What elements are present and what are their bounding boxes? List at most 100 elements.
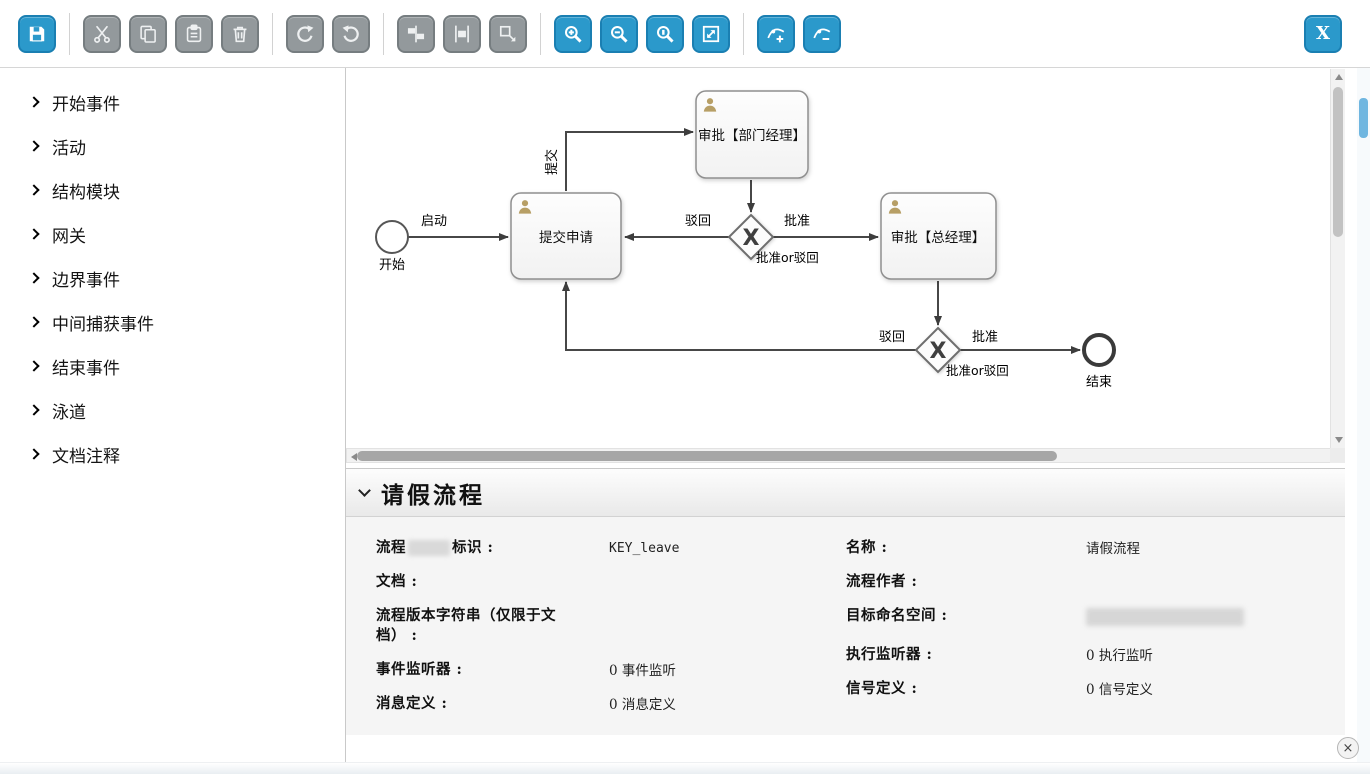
zoom-in-button[interactable] — [554, 14, 592, 53]
page-vertical-scrollbar[interactable] — [1357, 68, 1370, 762]
palette-item-activities[interactable]: 活动 — [28, 124, 345, 168]
gateway-2-caption: 批准or驳回 — [946, 363, 1009, 378]
task-dept-manager-label: 审批【部门经理】 — [698, 128, 806, 144]
vertical-scroll-thumb[interactable] — [1333, 87, 1343, 237]
gateway-2-node[interactable]: X 批准or驳回 — [914, 326, 1009, 378]
horizontal-scroll-thumb[interactable] — [357, 451, 1057, 461]
field-value-documentation — [609, 565, 846, 599]
start-event-node[interactable]: 开始 — [375, 220, 409, 273]
copy-button[interactable] — [129, 14, 167, 53]
chevron-right-icon — [28, 184, 40, 196]
toolbar-divider — [272, 12, 273, 55]
paste-button[interactable] — [175, 14, 213, 53]
delete-button[interactable] — [221, 14, 259, 53]
palette-item-intermediate-events[interactable]: 中间捕获事件 — [28, 300, 345, 344]
field-label-documentation: 文档 : — [376, 573, 418, 590]
remove-bendpoint-button[interactable] — [803, 14, 841, 53]
scroll-up-icon[interactable] — [1335, 74, 1343, 80]
zoom-actual-button[interactable] — [646, 14, 684, 53]
cut-button[interactable] — [83, 14, 121, 53]
canvas-horizontal-scrollbar[interactable] — [346, 448, 1345, 463]
palette-item-label: 开始事件 — [52, 94, 120, 115]
field-value-target-namespace — [1086, 599, 1345, 638]
field-value-signal-definitions: 0 信号定义 — [1086, 682, 1153, 698]
field-label-event-listeners: 事件监听器 : — [376, 661, 463, 678]
resize-button[interactable] — [489, 14, 527, 53]
toolbar: X — [0, 0, 1370, 68]
zoom-fit-button[interactable] — [692, 14, 730, 53]
align-button[interactable] — [397, 14, 435, 53]
align-icon — [407, 25, 425, 42]
distribute-button[interactable] — [443, 14, 481, 53]
task-general-manager-node[interactable]: 审批【总经理】 — [880, 192, 997, 280]
field-value-version-string — [609, 599, 846, 653]
scroll-down-icon[interactable] — [1335, 437, 1343, 443]
task-submit-node[interactable]: 提交申请 — [510, 192, 622, 280]
gateway-1-node[interactable]: X 批准or驳回 — [727, 213, 819, 265]
add-bendpoint-icon — [767, 27, 785, 42]
palette-item-gateways[interactable]: 网关 — [28, 212, 345, 256]
palette-item-label: 网关 — [52, 226, 86, 247]
palette-item-label: 中间捕获事件 — [52, 314, 154, 335]
palette-item-swimlanes[interactable]: 泳道 — [28, 388, 345, 432]
chevron-right-icon — [28, 140, 40, 152]
zoom-in-icon — [564, 25, 582, 43]
flow-submit-to-dept[interactable] — [565, 128, 694, 191]
edge-label-reject-2: 驳回 — [879, 330, 905, 345]
scissors-icon — [94, 25, 110, 43]
field-label-process-key: 流程标识 : — [376, 539, 494, 556]
save-button[interactable] — [18, 14, 56, 53]
scrollbar-corner — [1330, 448, 1345, 463]
undo-arrow-icon — [342, 24, 359, 42]
toolbar-divider — [69, 12, 70, 55]
field-label-execution-listeners: 执行监听器 : — [846, 646, 933, 663]
remove-bendpoint-icon — [813, 27, 831, 40]
palette-item-doc-annotation[interactable]: 文档注释 — [28, 432, 345, 476]
chevron-right-icon — [28, 96, 40, 108]
end-event-node[interactable]: 结束 — [1082, 333, 1116, 390]
field-value-process-key: KEY_leave — [609, 541, 680, 556]
palette-item-label: 活动 — [52, 138, 86, 159]
zoom-out-button[interactable] — [600, 14, 638, 53]
canvas-vertical-scrollbar[interactable] — [1330, 69, 1345, 448]
diagram-canvas[interactable]: 开始 提交申请 审批【部门经理】 审批【总经理】 — [346, 69, 1330, 448]
add-bendpoint-button[interactable] — [757, 14, 795, 53]
distribute-icon — [455, 25, 469, 42]
palette-item-start-events[interactable]: 开始事件 — [28, 80, 345, 124]
field-label-version-string: 流程版本字符串（仅限于文档） : — [376, 607, 556, 644]
edge-label-submit: 提交 — [544, 149, 560, 175]
page-horizontal-scrollbar[interactable] — [0, 762, 1370, 774]
palette-item-label: 结构模块 — [52, 182, 120, 203]
chevron-right-icon — [28, 316, 40, 328]
field-value-event-listeners: 0 事件监听 — [609, 663, 676, 679]
palette-item-end-events[interactable]: 结束事件 — [28, 344, 345, 388]
properties-panel: 请假流程 流程标识 : KEY_leave 文档 : 流程版本字符串（仅限于文档… — [346, 468, 1345, 735]
redaction-blur — [1086, 608, 1244, 626]
toolbar-divider — [540, 12, 541, 55]
trash-icon — [233, 26, 247, 42]
palette-item-label: 边界事件 — [52, 270, 120, 291]
scroll-left-icon[interactable] — [351, 453, 357, 461]
palette-item-label: 泳道 — [52, 402, 86, 423]
properties-body: 流程标识 : KEY_leave 文档 : 流程版本字符串（仅限于文档） : 事… — [346, 517, 1345, 735]
page-close-button[interactable]: × — [1337, 737, 1359, 759]
flow-gateway2-reject[interactable] — [562, 281, 916, 351]
redo-button[interactable] — [286, 14, 324, 53]
palette-item-label: 结束事件 — [52, 358, 120, 379]
palette-item-structural[interactable]: 结构模块 — [28, 168, 345, 212]
palette-item-boundary-events[interactable]: 边界事件 — [28, 256, 345, 300]
edge-label-approve-1: 批准 — [784, 214, 810, 229]
field-value-name: 请假流程 — [1086, 541, 1140, 557]
properties-header[interactable]: 请假流程 — [346, 468, 1345, 517]
page-vertical-scroll-thumb[interactable] — [1359, 98, 1368, 138]
paste-icon — [186, 24, 202, 42]
close-editor-button[interactable]: X — [1304, 14, 1342, 53]
edge-label-approve-2: 批准 — [972, 330, 998, 345]
undo-button[interactable] — [332, 14, 370, 53]
task-dept-manager-node[interactable]: 审批【部门经理】 — [695, 90, 809, 179]
field-value-process-author — [1086, 565, 1345, 599]
end-event-label: 结束 — [1086, 375, 1112, 390]
gateway-1-caption: 批准or驳回 — [756, 250, 819, 265]
zoom-out-icon — [610, 25, 628, 43]
chevron-down-icon — [358, 484, 371, 497]
